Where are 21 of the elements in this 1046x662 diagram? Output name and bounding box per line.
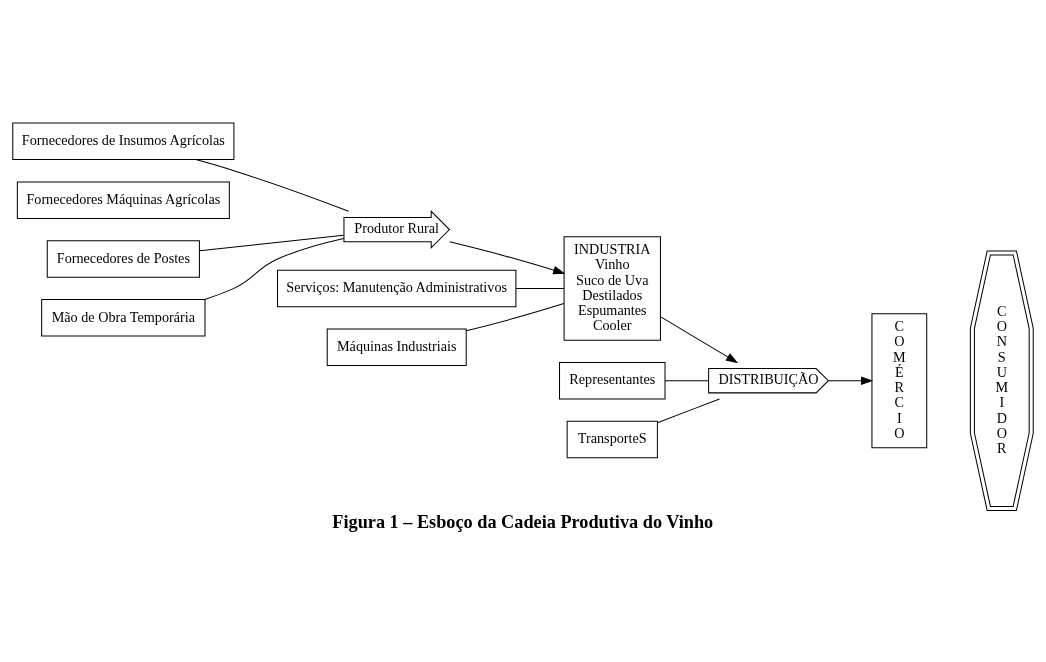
connector <box>465 303 565 332</box>
connector <box>195 159 350 212</box>
connector <box>664 380 709 382</box>
node-box: TransporteS <box>566 420 658 459</box>
connector <box>204 237 345 301</box>
connector <box>656 398 720 424</box>
node-box: Fornecedores de Insumos Agrícolas <box>12 122 235 161</box>
node-box: Serviços: Manutenção Administrativos <box>277 269 517 308</box>
node-box: Representantes <box>559 361 666 400</box>
node-box: Fornecedores de Postes <box>46 240 200 278</box>
arrow <box>828 376 874 385</box>
connector <box>199 234 345 252</box>
node-box: Máquinas Industriais <box>326 328 467 366</box>
connector <box>515 287 565 289</box>
node-box: COMÉRCIO <box>871 313 928 449</box>
arrow <box>449 241 566 275</box>
caption: Figura 1 – Esboço da Cadeia Produtiva do Vinho <box>332 512 714 533</box>
node-box: Mão de Obra Temporária <box>41 299 206 337</box>
node-box: Fornecedores Máquinas Agrícolas <box>16 181 230 219</box>
arrow <box>660 316 739 364</box>
node-box: INDUSTRIA Vinho Suco de Uva Destilados Espumantes Cooler <box>563 236 661 341</box>
